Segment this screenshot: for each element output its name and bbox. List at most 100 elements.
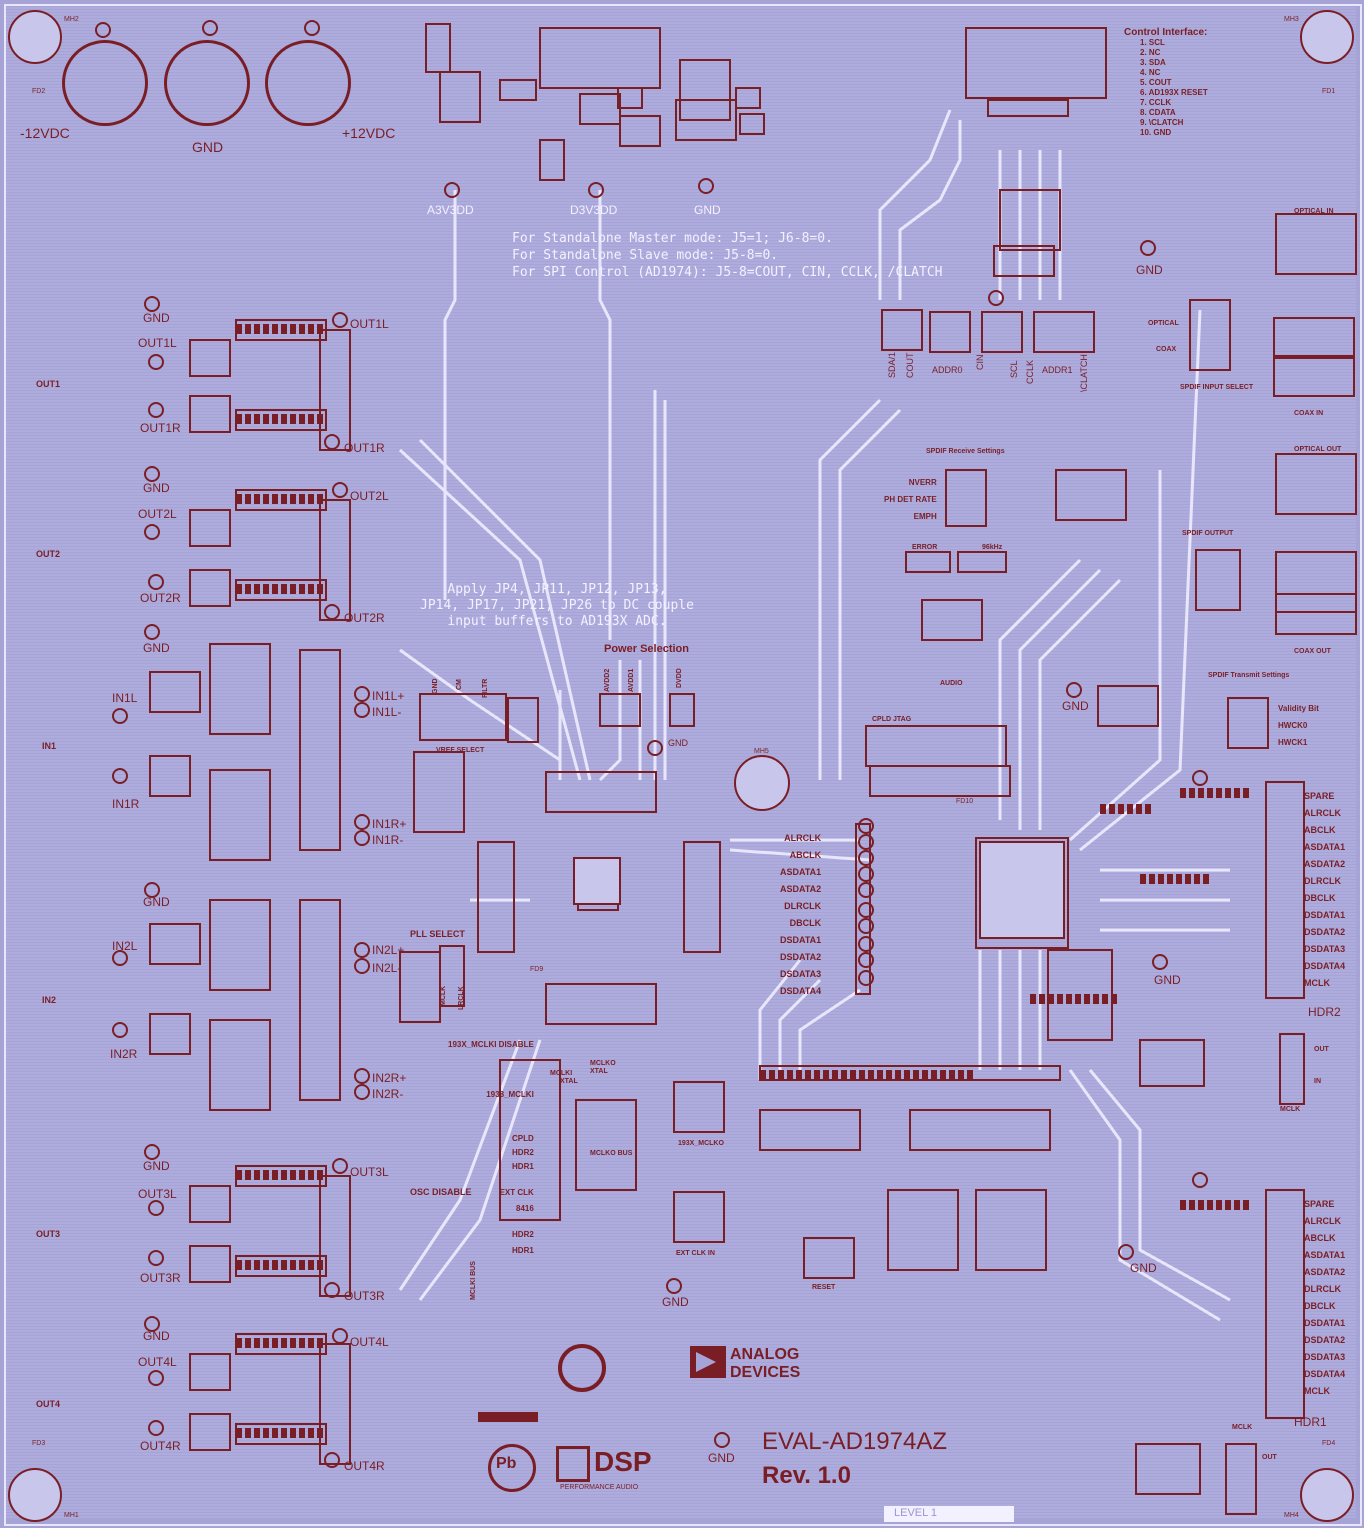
level-label: LEVEL 1 xyxy=(894,1507,938,1519)
smd-pad xyxy=(254,494,260,504)
smd-pad xyxy=(308,1170,314,1180)
smd-pad xyxy=(236,414,242,424)
j8-addr1: ADDR1 xyxy=(1042,365,1073,375)
test-point-ring xyxy=(647,740,663,756)
title-coax-in: COAX IN xyxy=(1294,410,1324,417)
component-footprint xyxy=(189,395,231,433)
smd-pad xyxy=(787,1070,793,1080)
component-footprint xyxy=(439,71,481,123)
title-power-selection: Power Selection xyxy=(604,643,689,655)
weee-icon xyxy=(478,1330,538,1400)
mux-xtal: XTAL xyxy=(560,1078,578,1085)
j20-signal-list: SPARE ALRCLK ABCLK ASDATA1 ASDATA2 DLRCL… xyxy=(1304,788,1345,992)
component-footprint xyxy=(319,329,351,451)
component-footprint xyxy=(1273,317,1355,359)
mux-xtal2: XTAL xyxy=(590,1068,608,1075)
component-footprint xyxy=(673,1191,725,1243)
gnd-tp52: GND xyxy=(143,1159,170,1173)
component-footprint xyxy=(905,551,951,573)
test-point-ring xyxy=(354,942,370,958)
component-footprint xyxy=(869,765,1011,797)
tp-in1l: IN1L xyxy=(112,691,138,705)
smd-pad xyxy=(272,1428,278,1438)
j7-cin: CIN xyxy=(975,354,985,371)
fd9-label: FD9 xyxy=(530,966,544,973)
j19-asdata2: ASDATA2 xyxy=(780,884,822,894)
smd-pad xyxy=(308,1260,314,1270)
smd-pad xyxy=(290,494,296,504)
test-point-ring xyxy=(332,1328,348,1344)
component-footprint xyxy=(507,697,539,743)
component-footprint xyxy=(669,693,695,727)
dc-note-line3: input buffers to AD193X ADC. xyxy=(447,614,667,629)
j28-spare: SPARE xyxy=(1304,1199,1335,1209)
test-point-ring xyxy=(988,290,1004,306)
label-d3v3dd: D3V3DD xyxy=(570,203,618,217)
component-footprint xyxy=(945,469,987,527)
test-point-ring xyxy=(148,1370,164,1386)
component-footprint xyxy=(1275,453,1357,515)
component-footprint xyxy=(1273,355,1355,397)
j28-dsdata4: DSDATA4 xyxy=(1304,1369,1346,1379)
test-point-ring xyxy=(144,1144,160,1160)
mclk-mux-labels: 193X_MCLKI DISABLE 1938_MCLKI CPLD HDR2 … xyxy=(448,1040,534,1255)
j28-dsdata2: DSDATA2 xyxy=(1304,1335,1346,1345)
ctrl-pin-5: 5. COUT xyxy=(1140,78,1172,87)
component-footprint xyxy=(209,1019,271,1111)
component-footprint xyxy=(1275,551,1357,613)
tp-out4l: OUT4L xyxy=(138,1355,177,1369)
title-error: ERROR xyxy=(912,544,938,551)
title-out-sw2: OUT xyxy=(1314,1046,1329,1053)
smd-pad xyxy=(1189,788,1195,798)
component-footprint xyxy=(1279,1033,1305,1105)
smd-pad xyxy=(245,1338,251,1348)
component-footprint xyxy=(679,59,731,121)
test-point-ring xyxy=(1192,770,1208,786)
smd-pad xyxy=(308,1428,314,1438)
j19-dsdata4: DSDATA4 xyxy=(780,986,822,996)
fd3-label: FD3 xyxy=(32,1440,46,1447)
smd-pad xyxy=(904,1070,910,1080)
smd-pad xyxy=(281,1260,287,1270)
smd-pad xyxy=(245,1260,251,1270)
component-footprint xyxy=(413,751,465,833)
fd2-label: FD2 xyxy=(32,88,46,95)
smd-pad xyxy=(254,414,260,424)
routed-trace xyxy=(1088,1069,1231,1302)
component-footprint xyxy=(887,1189,959,1271)
analog-devices-triangle xyxy=(696,1352,716,1372)
test-point-ring xyxy=(324,1452,340,1468)
pwr-dvdd: DVDD xyxy=(676,668,683,688)
smd-pad xyxy=(1127,804,1133,814)
smd-pad xyxy=(1207,788,1213,798)
smd-pad xyxy=(958,1070,964,1080)
smd-pad xyxy=(272,1260,278,1270)
smd-pad xyxy=(290,1428,296,1438)
mux-mclki: MCLKI xyxy=(550,1070,573,1077)
mh1-label: MH1 xyxy=(64,1512,79,1519)
test-point-ring xyxy=(858,882,874,898)
smd-pad xyxy=(1180,1200,1186,1210)
smd-pad xyxy=(317,1170,323,1180)
tp-out2l: OUT2L xyxy=(138,507,177,521)
smd-pad xyxy=(236,1338,242,1348)
smd-pad xyxy=(236,494,242,504)
component-footprint xyxy=(999,189,1061,251)
smd-pad xyxy=(760,1070,766,1080)
edge-out4: OUT4 xyxy=(36,1399,61,1409)
test-point-ring xyxy=(144,296,160,312)
test-point-ring xyxy=(858,818,874,834)
board-outline xyxy=(4,4,1362,1526)
test-point-ring xyxy=(666,1278,682,1294)
smd-pad xyxy=(1084,994,1090,1004)
dsp-performance-audio: PERFORMANCE AUDIO xyxy=(560,1484,639,1491)
spdif-tx-hwck1: HWCK1 xyxy=(1278,738,1308,747)
j20-dsdata1: DSDATA1 xyxy=(1304,910,1346,920)
smd-pad xyxy=(308,414,314,424)
test-point-ring xyxy=(858,952,874,968)
smd-pad xyxy=(1109,804,1115,814)
smd-pad xyxy=(272,1170,278,1180)
smd-pad xyxy=(317,1338,323,1348)
smd-pad xyxy=(1176,874,1182,884)
level-box xyxy=(884,1506,1014,1522)
